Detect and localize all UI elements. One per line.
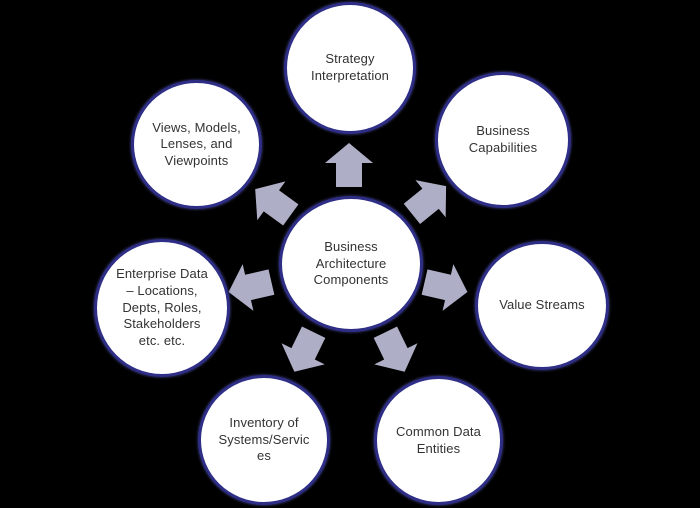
block-arrow-lower-left-icon <box>281 326 326 372</box>
node-label: Views, Models, Lenses, and Viewpoints <box>152 119 241 168</box>
block-arrow-upper-right-icon <box>403 180 447 224</box>
block-arrow-upper-left-icon <box>255 181 299 226</box>
node-inventory-of-systems-services: Inventory of Systems/Servic es <box>198 375 330 505</box>
node-views-models-lenses-viewpoints: Views, Models, Lenses, and Viewpoints <box>131 80 262 209</box>
node-label: Business Capabilities <box>468 123 538 155</box>
node-label: Inventory of Systems/Servic es <box>218 415 310 464</box>
node-label: Enterprise Data – Locations, Depts, Role… <box>116 266 208 348</box>
node-label: Value Streams <box>499 297 585 313</box>
hub-business-architecture-components: Business Architecture Components <box>279 196 423 332</box>
node-label: Common Data Entities <box>396 423 481 456</box>
block-arrow-left-icon <box>228 264 275 311</box>
node-strategy-interpretation: Strategy Interpretation <box>284 2 416 134</box>
block-arrow-lower-right-icon <box>373 326 418 372</box>
node-label: Strategy Interpretation <box>310 51 389 83</box>
block-arrow-right-icon <box>421 264 468 311</box>
node-enterprise-data: Enterprise Data – Locations, Depts, Role… <box>94 239 230 377</box>
block-arrow-up-icon <box>325 143 373 187</box>
node-common-data-entities: Common Data Entities <box>374 376 503 505</box>
node-business-capabilities: Business Capabilities <box>435 72 571 208</box>
node-value-streams: Value Streams <box>475 241 609 370</box>
hub-label: Business Architecture Components <box>313 239 389 288</box>
